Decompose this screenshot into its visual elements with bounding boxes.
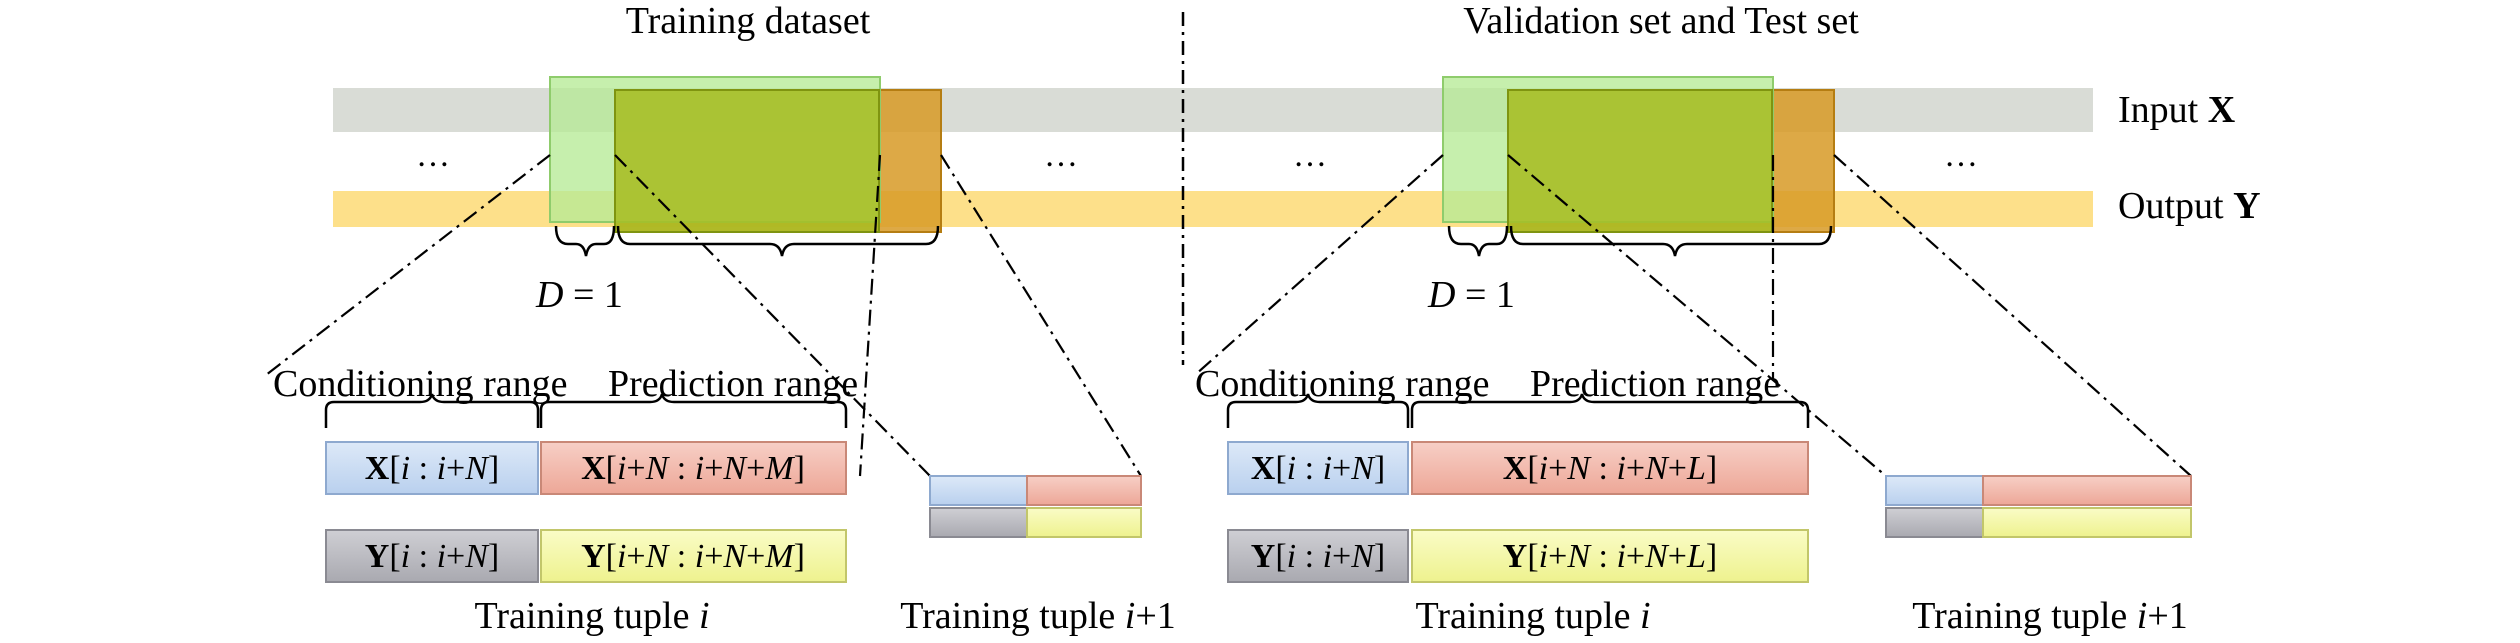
validation-cond-range-brace [1226, 393, 1410, 428]
training-title: Training dataset [626, 0, 871, 42]
output-label: Output Y [2118, 185, 2261, 227]
training-pred-range-brace [539, 393, 848, 428]
training-x-cond-text: X[i : i+N] [365, 450, 499, 487]
validation-offset-brace [1447, 225, 1509, 257]
validation-next-y-pred [1982, 507, 2192, 538]
validation-pred-range-brace [1410, 393, 1810, 428]
validation-pred-brace [1509, 225, 1833, 257]
training-offset-brace [554, 225, 616, 257]
validation-caption-i1: Training tuple i+1 [1912, 595, 2188, 637]
training-caption-i1: Training tuple i+1 [900, 595, 1176, 637]
training-next-y-pred [1026, 507, 1142, 538]
training-pred-window [614, 89, 880, 233]
validation-next-x-pred [1982, 475, 2192, 506]
validation-x-pred-text: X[i+N : i+N+L] [1503, 450, 1717, 487]
training-conditioning-label: Conditioning range [273, 363, 567, 405]
validation-offset-label: D = 1 [1427, 274, 1515, 316]
training-offset-label: D = 1 [535, 274, 623, 316]
validation-x-cond-text: X[i : i+N] [1251, 450, 1385, 487]
training-y-cond-box [325, 529, 539, 583]
validation-y-pred-text: Y[i+N : i+N+L] [1503, 538, 1717, 575]
validation-pred-window [1507, 89, 1773, 233]
validation-y-pred-box [1411, 529, 1809, 583]
ellipsis-1: … [416, 137, 454, 174]
projection-lines [265, 154, 2192, 477]
validation-x-cond-box [1227, 441, 1409, 495]
training-next-y-cond [929, 507, 1028, 538]
input-label: Input X [2118, 89, 2235, 131]
training-y-pred-box [540, 529, 847, 583]
validation-conditioning-label: Conditioning range [1195, 363, 1489, 405]
validation-y-cond-text: Y[i : i+N] [1251, 538, 1385, 575]
training-y-cond-text: Y[i : i+N] [365, 538, 499, 575]
training-pred-brace [616, 225, 940, 257]
ellipsis-3: … [1293, 137, 1331, 174]
validation-prediction-label: Prediction range [1530, 363, 1780, 405]
training-x-pred-box [540, 441, 847, 495]
validation-y-cond-box [1227, 529, 1409, 583]
training-x-cond-box [325, 441, 539, 495]
training-x-pred-text: X[i+N : i+N+M] [581, 450, 805, 487]
training-cond-range-brace [324, 393, 540, 428]
training-next-x-cond [929, 475, 1028, 506]
training-y-pred-text: Y[i+N : i+N+M] [581, 538, 805, 575]
validation-next-x-cond [1885, 475, 1984, 506]
validation-next-y-cond [1885, 507, 1984, 538]
ellipsis-4: … [1944, 137, 1982, 174]
training-caption-i: Training tuple i [474, 595, 709, 637]
training-prediction-label: Prediction range [608, 363, 858, 405]
validation-caption-i: Training tuple i [1415, 595, 1650, 637]
ellipsis-2: … [1044, 137, 1082, 174]
training-next-x-pred [1026, 475, 1142, 506]
validation-title: Validation set and Test set [1463, 0, 1859, 42]
validation-x-pred-box [1411, 441, 1809, 495]
